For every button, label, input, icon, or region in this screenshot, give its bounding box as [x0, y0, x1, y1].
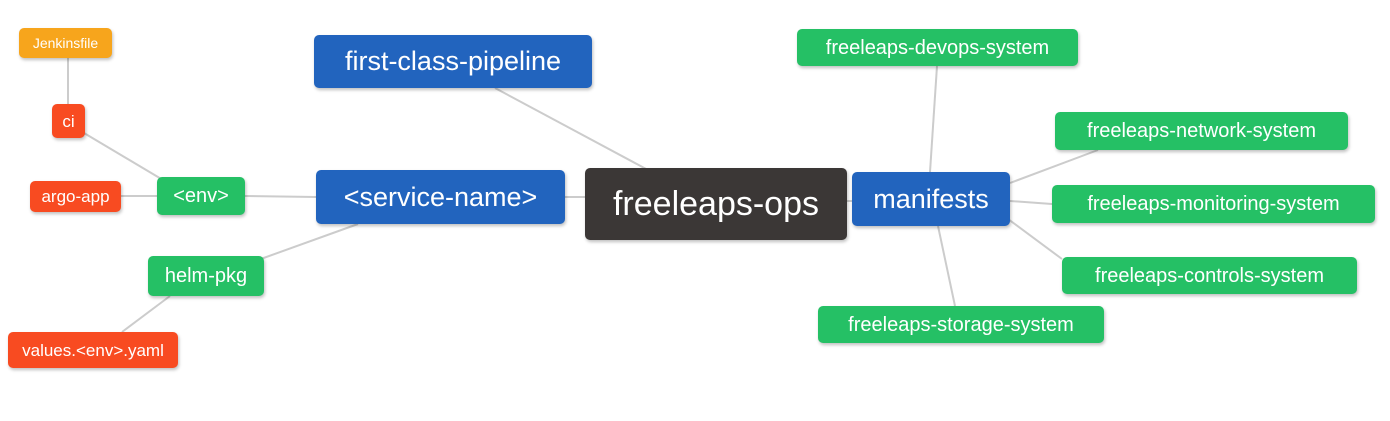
node-freeleaps-ops[interactable]: freeleaps-ops	[585, 168, 847, 240]
node-label-freeleaps-network-system: freeleaps-network-system	[1087, 120, 1316, 142]
node-label-freeleaps-storage-system: freeleaps-storage-system	[848, 313, 1074, 336]
edge-manifests-to-freeleaps-network-system	[1009, 149, 1099, 184]
edge-helm-pkg-to-service-name	[257, 223, 359, 261]
node-freeleaps-storage-system[interactable]: freeleaps-storage-system	[818, 306, 1104, 343]
node-freeleaps-devops-system[interactable]: freeleaps-devops-system	[797, 29, 1078, 66]
node-label-freeleaps-monitoring-system: freeleaps-monitoring-system	[1087, 193, 1340, 215]
node-label-first-class-pipeline: first-class-pipeline	[344, 46, 562, 76]
node-jenkinsfile[interactable]: Jenkinsfile	[19, 28, 112, 58]
node-first-class-pipeline[interactable]: first-class-pipeline	[314, 35, 592, 88]
edge-ci-to-env	[83, 132, 164, 181]
node-label-freeleaps-ops: freeleaps-ops	[612, 185, 819, 223]
edge-env-to-service-name	[244, 195, 317, 198]
edge-manifests-to-freeleaps-monitoring-system	[1009, 200, 1053, 205]
node-argo-app[interactable]: argo-app	[30, 181, 121, 212]
edge-manifests-to-freeleaps-controls-system	[1007, 218, 1063, 260]
node-freeleaps-network-system[interactable]: freeleaps-network-system	[1055, 112, 1348, 150]
node-label-argo-app: argo-app	[41, 187, 110, 206]
node-freeleaps-controls-system[interactable]: freeleaps-controls-system	[1062, 257, 1357, 294]
node-values-env-yaml[interactable]: values.<env>.yaml	[8, 332, 178, 368]
node-label-ci: ci	[62, 111, 75, 131]
node-label-service-name: <service-name>	[343, 181, 538, 212]
node-env[interactable]: <env>	[157, 177, 245, 215]
node-manifests[interactable]: manifests	[852, 172, 1010, 226]
node-helm-pkg[interactable]: helm-pkg	[148, 256, 264, 296]
node-label-helm-pkg: helm-pkg	[164, 265, 248, 287]
edge-first-class-pipeline-to-freeleaps-ops	[494, 87, 649, 171]
node-label-freeleaps-devops-system: freeleaps-devops-system	[825, 36, 1050, 59]
edge-values-env-yaml-to-helm-pkg	[121, 295, 171, 333]
edge-manifests-to-freeleaps-storage-system	[937, 225, 956, 307]
node-freeleaps-monitoring-system[interactable]: freeleaps-monitoring-system	[1052, 185, 1375, 223]
node-service-name[interactable]: <service-name>	[316, 170, 565, 224]
edge-freeleaps-devops-system-to-manifests	[929, 65, 938, 173]
node-label-jenkinsfile: Jenkinsfile	[32, 35, 99, 51]
node-label-manifests: manifests	[873, 183, 989, 214]
node-label-env: <env>	[173, 185, 229, 207]
node-ci[interactable]: ci	[52, 104, 85, 138]
node-label-freeleaps-controls-system: freeleaps-controls-system	[1095, 264, 1324, 287]
node-label-values-env-yaml: values.<env>.yaml	[22, 340, 164, 360]
